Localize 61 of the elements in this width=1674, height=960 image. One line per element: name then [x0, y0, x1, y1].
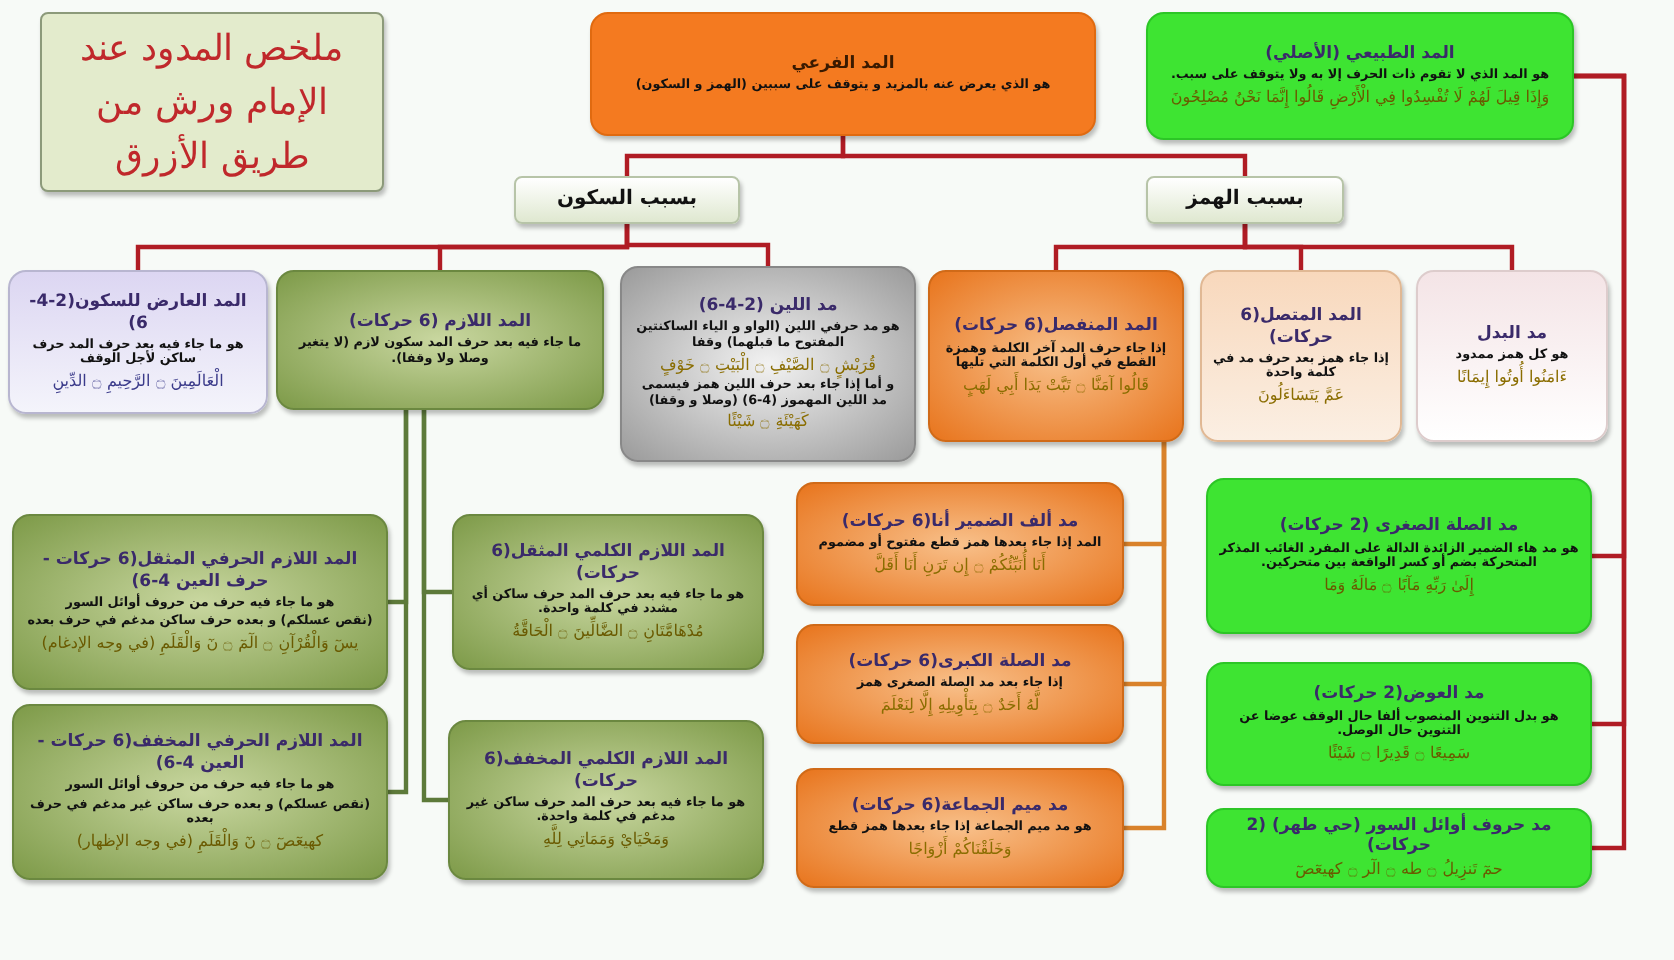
connector-line [421, 410, 448, 803]
quran-example: كهيعٓصٓ ۝ نٓ وَالْقَلَمِ (في وجه الإظهار) [76, 831, 324, 852]
quran-example: سَمِيعًا ۝ قَدِيرًا ۝ شَيْئًا [1327, 743, 1471, 764]
definition-box [448, 720, 764, 880]
box-heading: المد الفرعي [791, 54, 895, 75]
box-heading: مد الصلة الكبرى(6 حركات) [848, 652, 1072, 673]
definition-box [12, 704, 388, 880]
definition-box [1206, 662, 1592, 786]
box-heading: بسبب السكون [556, 188, 698, 212]
quran-example: قَالُوا آمَنَّا ۝ تَبَّتْ يَدَا أَبِي لَهَبٍ [963, 375, 1149, 396]
connector-line [1242, 224, 1515, 270]
connector-line [1574, 73, 1627, 851]
connector-line [624, 224, 771, 266]
title-text: ملخص المدود عند الإمام ورش من طريق الأزرق [77, 25, 347, 181]
category-box [590, 12, 1096, 136]
quran-example: حمٓ تَنزِيلُ ۝ طه ۝ الٓر ۝ كهيعٓصٓ [1295, 860, 1503, 880]
definition-box [8, 270, 268, 414]
box-heading: المد اللازم الكلمي المثقل(6 حركات) [489, 542, 727, 584]
definition-box [276, 270, 604, 410]
definition-box [1416, 270, 1608, 442]
box-heading: مد البدل [1477, 324, 1547, 345]
quran-example: قُرَيْشٍ ۝ الصَّيْفِ ۝ الْبَيْتِ ۝ خَوْفٍ [660, 355, 876, 375]
definition-box [796, 482, 1124, 606]
cause-box [514, 176, 740, 224]
definition-box [796, 624, 1124, 744]
definition-box [12, 514, 388, 690]
box-heading: مد الصلة الصغرى (2 حركات) [1279, 516, 1519, 538]
box-heading: مد حروف أوائل السور (حي طهر) (2 حركات) [1244, 816, 1554, 857]
box-heading: مد العوض(2 حركات) [1313, 684, 1485, 706]
definition-box [796, 768, 1124, 888]
box-heading: بسبب الهمز [1186, 188, 1304, 212]
cause-box [1146, 176, 1344, 224]
box-heading: المد الطبيعي (الأصلي) [1265, 44, 1455, 65]
definition-box [1200, 270, 1402, 442]
definition-box [1206, 478, 1592, 634]
quran-example: الْعَالَمِينَ ۝ الرَّحِيمِ ۝ الدِّينِ [52, 372, 224, 392]
box-heading: المد اللازم الحرفي المثقل(6 حركات - حرف العين 4-6) [40, 550, 360, 592]
quran-example: يسٓ وَالْقُرْآنِ ۝ الٓمٓ ۝ نٓ وَالْقَلَمِ (في وجه الإدغام) [41, 634, 359, 654]
connector-line [840, 136, 1248, 176]
category-box [1146, 12, 1574, 140]
definition-box [452, 514, 764, 670]
box-heading: المد اللازم الحرفي المخفف(6 حركات - العين 4-6) [35, 732, 365, 774]
quran-example: وَخَلَقْنَاكُمْ أَزْوَاجًا [908, 840, 1012, 860]
title-scroll [40, 12, 384, 192]
quran-example: عَمَّ يَتَسَاءَلُونَ [1257, 386, 1345, 406]
box-heading: المد اللازم (6 حركات) [348, 312, 532, 333]
definition-box [928, 270, 1184, 442]
quran-example: كَهَيْئَةِ ۝ شَيْئًا [727, 412, 809, 433]
definition-box [620, 266, 916, 462]
connector-line [1124, 442, 1167, 831]
box-heading: المد العارض للسكون(2-4-6) [27, 292, 249, 334]
box-heading: مد ميم الجماعة(6 حركات) [851, 796, 1069, 817]
box-heading: المد اللازم الكلمي المخفف(6 حركات) [481, 750, 731, 792]
box-heading: مد اللين (2-4-6) [698, 295, 838, 317]
box-heading: المد المنفصل(6 حركات) [954, 316, 1158, 338]
quran-example: إِلَىٰ رَبِّهِ مَآبًا ۝ مَالَهُ وَمَا [1324, 575, 1474, 596]
box-heading: المد المتصل(6 حركات) [1238, 306, 1364, 348]
box-heading: مد ألف الضمير أنا(6 حركات) [841, 512, 1079, 533]
quran-example: وَإِذَا قِيلَ لَهُمْ لَا تُفْسِدُوا فِي الْأَرْضِ قَالُوا إِنَّمَا نَحْنُ مُصْلِحُونَ [1170, 88, 1550, 108]
definition-box [1206, 808, 1592, 888]
connector-line [388, 410, 409, 795]
